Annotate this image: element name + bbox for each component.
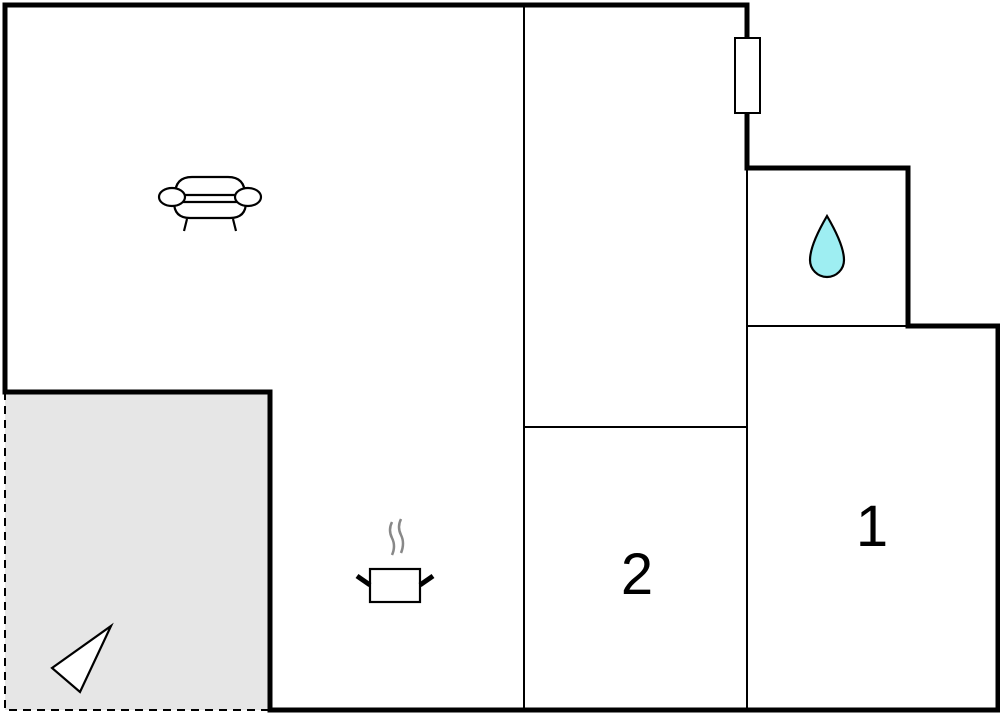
terrace-area xyxy=(5,392,270,710)
window-icon xyxy=(734,37,761,114)
bedroom-1-label: 1 xyxy=(856,494,888,559)
cooking-pot-icon xyxy=(355,518,435,604)
interior-walls xyxy=(523,5,908,710)
compass-triangle-icon xyxy=(50,622,114,694)
terrace-dashed-boundary xyxy=(4,392,270,711)
water-drop-icon xyxy=(808,213,846,279)
sofa-icon xyxy=(157,175,263,232)
bedroom-2-label: 2 xyxy=(621,542,653,607)
